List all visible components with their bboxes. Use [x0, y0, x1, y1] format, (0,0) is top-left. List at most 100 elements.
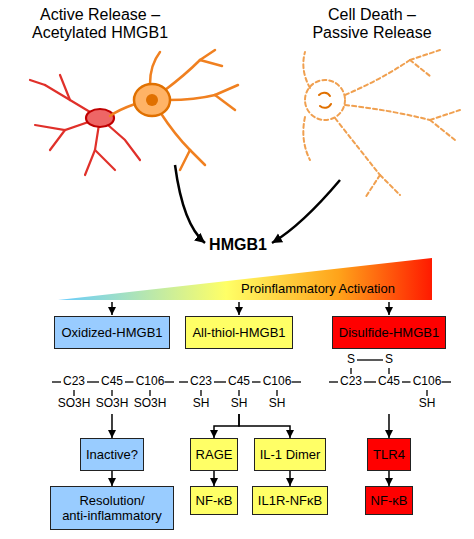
flow-arrow	[111, 471, 113, 486]
panel-heading: Cell Death – Passive Release	[302, 6, 442, 43]
group-label: SO3H	[96, 397, 129, 411]
box-text: Oxidized-HMGB1	[61, 325, 162, 340]
atom-label: C45	[378, 375, 400, 389]
line-shape	[165, 381, 175, 382]
group-label: SO3H	[134, 397, 167, 411]
path-shape	[215, 95, 235, 110]
state-box: Inactive?	[80, 438, 144, 471]
path-shape	[60, 75, 70, 100]
box-text: NF-κB	[196, 493, 233, 508]
line-shape	[149, 390, 150, 396]
pathway-box: NF-κB	[190, 486, 239, 515]
activation-wedge	[58, 258, 432, 300]
atom-label: S	[347, 353, 355, 367]
receptor-box: RAGE	[190, 438, 239, 471]
atom-label: S	[385, 353, 393, 367]
rect-shape	[325, 348, 453, 414]
atom-label: C23	[340, 375, 362, 389]
line-shape	[179, 381, 188, 382]
wedge-arrow	[111, 302, 113, 315]
line-shape	[388, 368, 389, 374]
path-shape	[200, 60, 222, 66]
atom-label: C45	[101, 375, 123, 389]
path-shape	[410, 50, 440, 60]
path-shape	[180, 150, 190, 170]
pathway-box: IL1R-NFκB	[252, 486, 328, 515]
path-shape	[200, 50, 215, 60]
line-shape	[442, 381, 452, 382]
path-shape	[30, 80, 45, 85]
box-text: NF-κB	[371, 493, 408, 508]
box-text: Inactive?	[86, 447, 138, 462]
atom-label: C106	[413, 375, 442, 389]
line-shape	[238, 390, 239, 396]
path-shape	[95, 150, 115, 170]
path-shape	[345, 60, 410, 95]
orange-neuron	[110, 50, 238, 170]
path-shape	[430, 120, 455, 140]
group-label: SH	[269, 397, 286, 411]
protein-label: HMGB1	[209, 236, 267, 254]
line-shape	[87, 381, 99, 382]
group-label: SH	[419, 397, 436, 411]
path-shape	[320, 104, 331, 108]
line-shape	[214, 381, 226, 382]
path-shape	[335, 118, 380, 175]
flow-arrow	[289, 471, 291, 486]
panel-heading: Active Release – Acetylated HMGB1	[23, 6, 178, 43]
isoform-box: Disulfide-HMGB1	[332, 316, 446, 349]
path-shape	[410, 60, 430, 76]
line-shape	[125, 381, 134, 382]
path-shape	[380, 175, 400, 195]
structure-ground	[48, 348, 453, 414]
wedge-arrow	[388, 302, 390, 315]
rect-shape	[175, 348, 303, 414]
box-text: IL-1 Dimer	[260, 447, 321, 462]
path-shape	[160, 112, 190, 150]
group-label: SH	[193, 397, 210, 411]
line-shape	[111, 390, 112, 396]
isoform-box: All-thiol-HMGB1	[185, 316, 292, 349]
dying-neuron	[303, 50, 460, 198]
path-shape	[150, 52, 160, 84]
line-shape	[364, 381, 376, 382]
atom-label: C45	[228, 375, 250, 389]
path-shape	[190, 150, 205, 165]
flow-arrow	[388, 471, 390, 486]
gradient-label: Proinflammatory Activation	[241, 282, 395, 297]
outcome-box: Resolution/ anti-inflammatory	[50, 486, 174, 530]
group-label: SH	[231, 397, 248, 411]
atom-label: C23	[63, 375, 85, 389]
line-shape	[52, 381, 61, 382]
path-shape	[165, 60, 200, 90]
line-shape	[292, 381, 302, 382]
path-shape	[303, 117, 310, 160]
circle-shape	[146, 94, 158, 106]
line-shape	[73, 390, 74, 396]
box-text: All-thiol-HMGB1	[192, 325, 285, 340]
path-shape	[50, 130, 65, 150]
receptor-box: IL-1 Dimer	[254, 438, 327, 471]
line-shape	[426, 390, 427, 396]
box-text: Disulfide-HMGB1	[339, 325, 439, 340]
release-arrow	[272, 180, 340, 243]
line-shape	[402, 381, 411, 382]
red-neuron	[30, 75, 140, 175]
line-shape	[200, 390, 201, 396]
path-shape	[303, 52, 310, 88]
path-shape	[168, 95, 215, 100]
path-shape	[215, 85, 238, 95]
box-text: RAGE	[196, 447, 233, 462]
release-arrow	[175, 165, 205, 243]
box-text: IL1R-NFκB	[258, 493, 322, 508]
line-shape	[329, 381, 338, 382]
path-shape	[345, 105, 430, 120]
line-shape	[276, 390, 277, 396]
box-text: Resolution/ anti-inflammatory	[57, 493, 167, 523]
line-shape	[252, 381, 261, 382]
ellipse-shape	[86, 109, 114, 127]
flow-arrow	[213, 471, 215, 486]
path-shape	[319, 93, 330, 96]
circle-shape	[305, 80, 345, 120]
